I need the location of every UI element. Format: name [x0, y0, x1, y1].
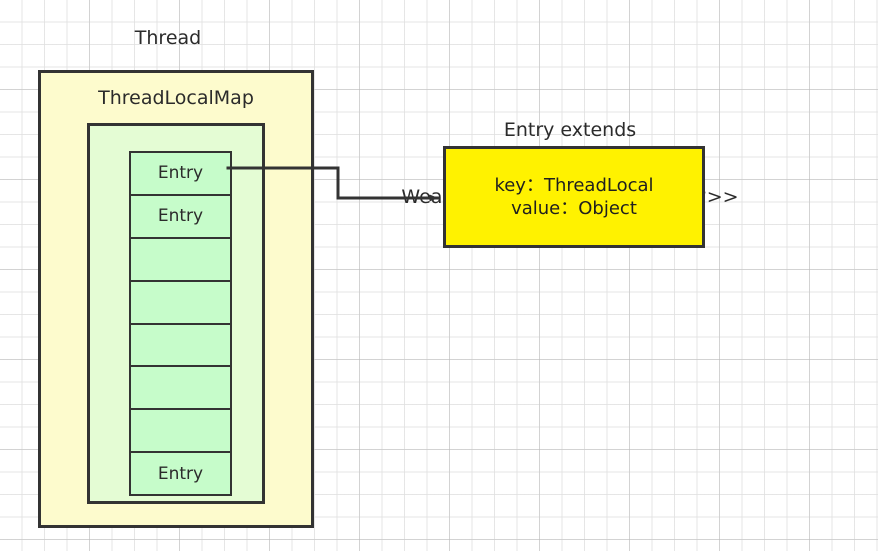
entry-stack: Entry Entry Entry [129, 151, 232, 496]
entry-cell[interactable]: Entry [129, 193, 232, 237]
entry-detail-title-line1: Entry extends [503, 118, 637, 141]
entry-detail-box: key：ThreadLocal value：Object [443, 146, 705, 248]
entry-cell[interactable]: Entry [129, 451, 232, 496]
threadlocalmap-label: ThreadLocalMap [98, 87, 254, 109]
entry-cell[interactable] [129, 236, 232, 280]
thread-box: ThreadLocalMap Entry Entry Entry [38, 70, 314, 528]
entry-value-line: value：Object [511, 198, 637, 219]
entry-key-line: key：ThreadLocal [494, 174, 654, 196]
entry-cell[interactable] [129, 365, 232, 409]
entry-cell[interactable] [129, 279, 232, 323]
entry-cell[interactable]: Entry [129, 151, 232, 194]
thread-label: Thread [134, 27, 202, 49]
entry-cell[interactable] [129, 408, 232, 452]
threadlocalmap-box: Entry Entry Entry [87, 123, 265, 504]
entry-cell[interactable] [129, 322, 232, 366]
